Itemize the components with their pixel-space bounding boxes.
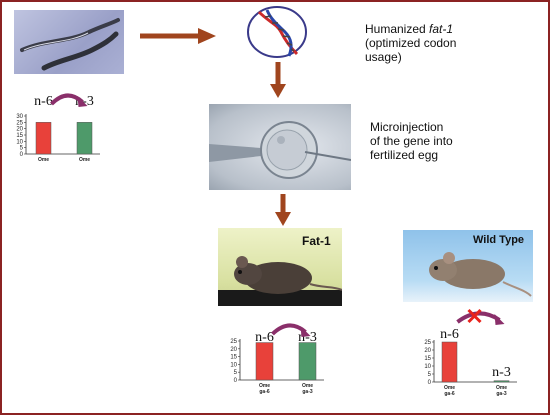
y-tick-label: 0	[428, 380, 432, 386]
y-tick-label: 25	[230, 339, 237, 345]
microinjection-line1: Microinjection	[370, 120, 444, 134]
microinjection-line2: of the gene into	[370, 134, 453, 148]
y-tick-label: 10	[16, 139, 23, 145]
y-tick-label: 10	[424, 364, 431, 370]
category-label: Ome	[302, 383, 313, 389]
y-tick-label: 5	[234, 370, 238, 376]
wildtype-mouse-photo: Wild Type	[403, 230, 533, 302]
y-tick-label: 5	[428, 372, 432, 378]
category-label: Ome	[38, 157, 49, 162]
y-tick-label: 25	[424, 340, 431, 346]
humanized-line1: Humanized	[365, 22, 430, 36]
bar-n-3	[493, 380, 510, 383]
gene-name: fat-1	[429, 22, 454, 36]
y-tick-label: 20	[16, 127, 23, 133]
arrow-to-dna	[140, 28, 216, 44]
worm-photo	[14, 10, 124, 74]
y-tick-label: 15	[16, 133, 23, 139]
conversion-arrowhead	[300, 326, 311, 337]
microinjection-photo	[209, 104, 352, 190]
bar-n-6	[441, 341, 458, 383]
microinjection-text: Microinjection of the gene into fertiliz…	[370, 120, 510, 162]
category-label: ga-3	[302, 389, 313, 395]
arrow-to-fat1-mouse	[275, 194, 291, 226]
fat1-label: Fat-1	[302, 234, 331, 248]
bar-label: n-6	[255, 330, 274, 345]
y-tick-label: 0	[20, 152, 24, 158]
bar-n-6	[255, 342, 274, 381]
category-label: ga-3	[496, 391, 507, 397]
humanized-line2: (optimized codon	[365, 36, 457, 50]
dna-helix-icon	[247, 6, 307, 58]
y-tick-label: 15	[230, 355, 237, 361]
conversion-arrowhead	[494, 314, 505, 325]
egg-injection-illustration	[209, 121, 352, 179]
y-tick-label: 10	[230, 362, 237, 368]
bar-label: n-6	[440, 327, 459, 342]
y-tick-label: 25	[16, 120, 23, 126]
humanized-gene-text: Humanized fat-1 (optimized codon usage)	[365, 22, 525, 64]
y-tick-label: 5	[20, 146, 24, 152]
worm-illustration	[20, 18, 120, 71]
fat1-mouse-photo: Fat-1	[218, 228, 343, 306]
bar-n-3	[76, 122, 93, 155]
category-label: Ome	[496, 385, 507, 391]
category-label: Ome	[444, 385, 455, 391]
y-tick-label: 20	[424, 348, 431, 354]
bar-label: n-3	[298, 330, 317, 345]
microinjection-line3: fertilized egg	[370, 148, 439, 162]
bar-n-6	[35, 122, 52, 155]
fat1-mouse-illustration	[218, 256, 343, 306]
category-label: Ome	[259, 383, 270, 389]
wildtype-label: Wild Type	[473, 234, 525, 246]
bar-label: n-6	[34, 94, 53, 109]
arrow-to-egg	[270, 62, 286, 98]
humanized-line3: usage)	[365, 50, 402, 64]
category-label: ga-6	[444, 391, 455, 397]
bar-n-3	[298, 342, 317, 381]
category-label: ga-6	[259, 389, 270, 395]
wildtype-mouse-illustration	[429, 252, 532, 297]
y-tick-label: 0	[234, 378, 238, 384]
conversion-arrowhead	[77, 96, 88, 107]
y-tick-label: 30	[16, 114, 23, 120]
y-tick-label: 15	[424, 356, 431, 362]
bar-label: n-3	[492, 365, 511, 380]
y-tick-label: 20	[230, 347, 237, 353]
category-label: Ome	[79, 157, 90, 162]
blocked-cross-stroke-2	[467, 308, 482, 324]
